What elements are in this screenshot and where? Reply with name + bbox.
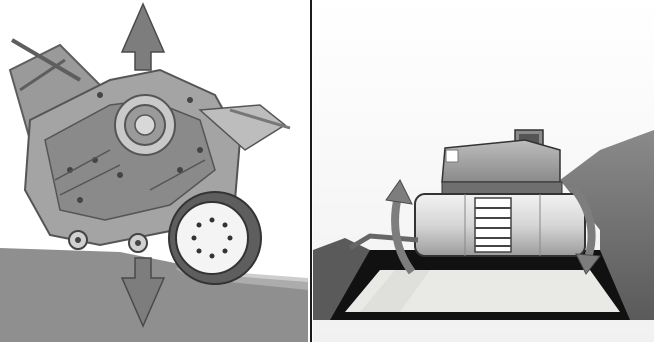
right-panel [313, 0, 654, 342]
drum-center-grating [475, 198, 511, 252]
left-panel [0, 0, 308, 342]
rotor-drum [169, 192, 261, 284]
